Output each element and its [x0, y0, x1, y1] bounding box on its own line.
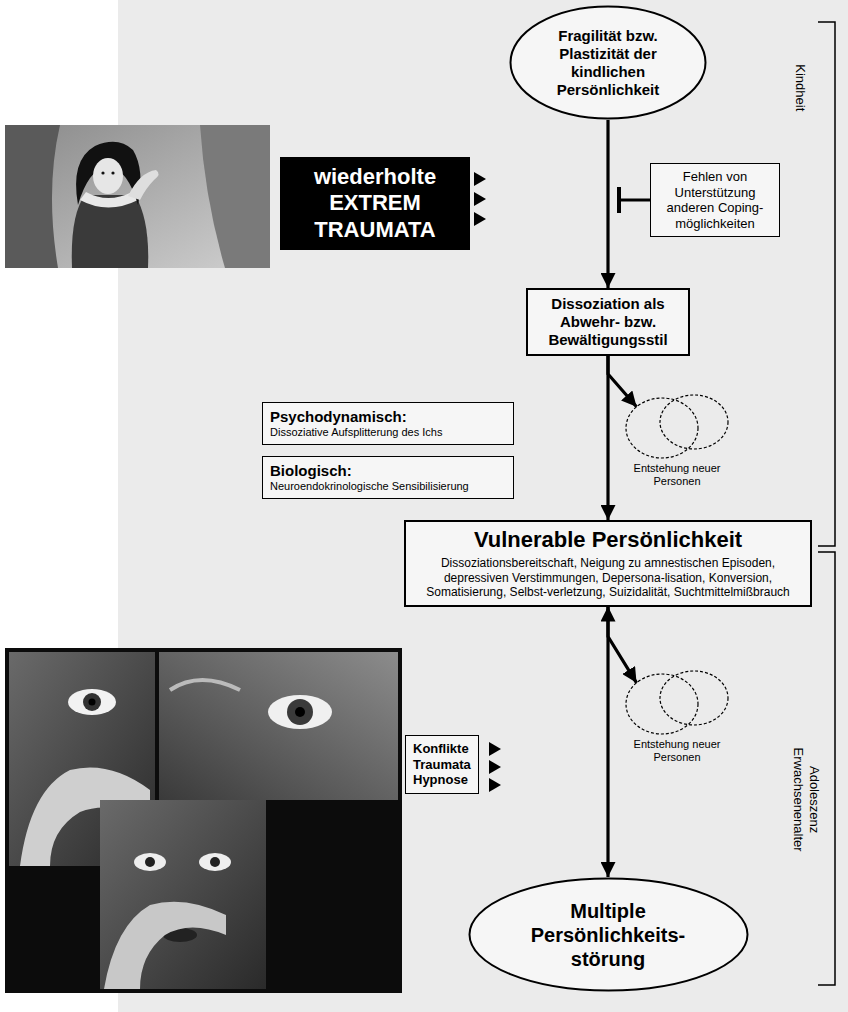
figure-eye: [101, 171, 104, 174]
eye: [68, 689, 116, 715]
node-text: Vulnerable Persönlichkeit: [413, 527, 803, 553]
process-box: Vulnerable PersönlichkeitDissoziationsbe…: [404, 520, 812, 607]
process-box: Dissoziation als Abwehr- bzw. Bewältigun…: [526, 288, 690, 356]
node-text: Fragilität bzw. Plastizität der kindlich…: [544, 27, 672, 99]
trigger-triangle: [474, 192, 486, 206]
iris: [83, 693, 101, 711]
period-bracket: [818, 22, 835, 546]
eye: [268, 695, 332, 729]
inhibitor-stem: [619, 199, 650, 202]
factor-box: Fehlen von Unterstützung anderen Coping-…: [650, 163, 780, 237]
node-body-text: Neuroendokrinologische Sensibilisierung: [270, 480, 506, 493]
period-label: Kindheit: [792, 65, 808, 112]
iris: [287, 699, 313, 725]
node-text: Biologisch:: [270, 462, 506, 480]
flow-arrow: [606, 120, 609, 288]
trigger-triangle: [474, 212, 486, 226]
node-text: Entstehung neuer Personen: [633, 462, 721, 488]
trigger-triangle: [489, 742, 501, 756]
node-text: Psychodynamisch:: [270, 408, 506, 426]
trauma-box: wiederholte EXTREM TRAUMATA: [280, 157, 470, 250]
new-persons-circles: Entstehung neuer Personen: [622, 392, 732, 488]
node-text: Konflikte Traumata Hypnose: [413, 741, 471, 788]
inhibitor-line: [619, 187, 650, 213]
node-text: Entstehung neuer Personen: [633, 738, 721, 764]
trigger-triangle: [489, 778, 501, 792]
dashed-circles: [622, 668, 732, 736]
mechanism-box: Biologisch:Neuroendokrinologische Sensib…: [262, 456, 514, 499]
ellipse-shape: [469, 879, 747, 991]
flow-arrow: [606, 356, 609, 520]
period-brackets: [818, 22, 835, 985]
pupil: [89, 699, 96, 706]
period-label: Adoleszenz Erwachsenenalter: [790, 739, 821, 861]
curtain: [200, 125, 270, 268]
ellipse-shape: [511, 7, 706, 119]
dashed-circle: [626, 674, 698, 734]
start-ellipse: Fragilität bzw. Plastizität der kindlich…: [509, 5, 707, 120]
dashed-circles: [622, 392, 732, 460]
faces-picture: [5, 648, 402, 993]
inhibitor-bar: [617, 187, 621, 213]
iris: [145, 857, 155, 867]
outcome-ellipse: Multiple Persönlichkeits-störung: [468, 877, 749, 992]
node-text: wiederholte EXTREM TRAUMATA: [289, 164, 461, 243]
dashed-circle: [626, 398, 698, 458]
node-text: Multiple Persönlichkeits-störung: [515, 899, 701, 971]
flow-arrow: [608, 607, 637, 683]
figure-face: [93, 158, 123, 194]
node-body-text: Dissoziative Aufsplitterung des Ichs: [270, 426, 506, 439]
picture-ground: [5, 648, 402, 993]
face-panel: [100, 800, 266, 989]
eyebrow: [170, 680, 240, 690]
dashed-circle: [660, 671, 728, 725]
iris: [210, 857, 220, 867]
hand: [104, 902, 226, 989]
ellipse-text-wrap: Multiple Persönlichkeits-störung: [515, 899, 701, 971]
picture-ground: [5, 125, 270, 268]
trigger-box: Konflikte Traumata Hypnose: [405, 735, 479, 794]
curtain: [5, 125, 60, 268]
node-text: Fehlen von Unterstützung anderen Coping-…: [658, 169, 772, 231]
flow-arrow: [606, 607, 609, 877]
node-body-text: Dissoziationsbereitschaft, Neigung zu am…: [413, 556, 803, 599]
face-panel: [159, 652, 398, 800]
grey-panel: [118, 0, 848, 1012]
figure-hand: [128, 170, 159, 200]
eye: [199, 853, 231, 871]
mechanism-box: Psychodynamisch:Dissoziative Aufsplitter…: [262, 402, 514, 445]
flow-arrow: [608, 356, 637, 407]
trigger-triangle: [474, 172, 486, 186]
trigger-triangle: [489, 760, 501, 774]
eye: [134, 853, 166, 871]
cartoon-picture: [5, 125, 270, 268]
ellipse-text-wrap: Fragilität bzw. Plastizität der kindlich…: [544, 27, 672, 99]
dashed-circle: [660, 395, 728, 449]
new-persons-circles: Entstehung neuer Personen: [622, 668, 732, 764]
figure-eye: [111, 171, 114, 174]
pupil: [295, 707, 305, 717]
node-text: Dissoziation als Abwehr- bzw. Bewältigun…: [535, 295, 681, 349]
